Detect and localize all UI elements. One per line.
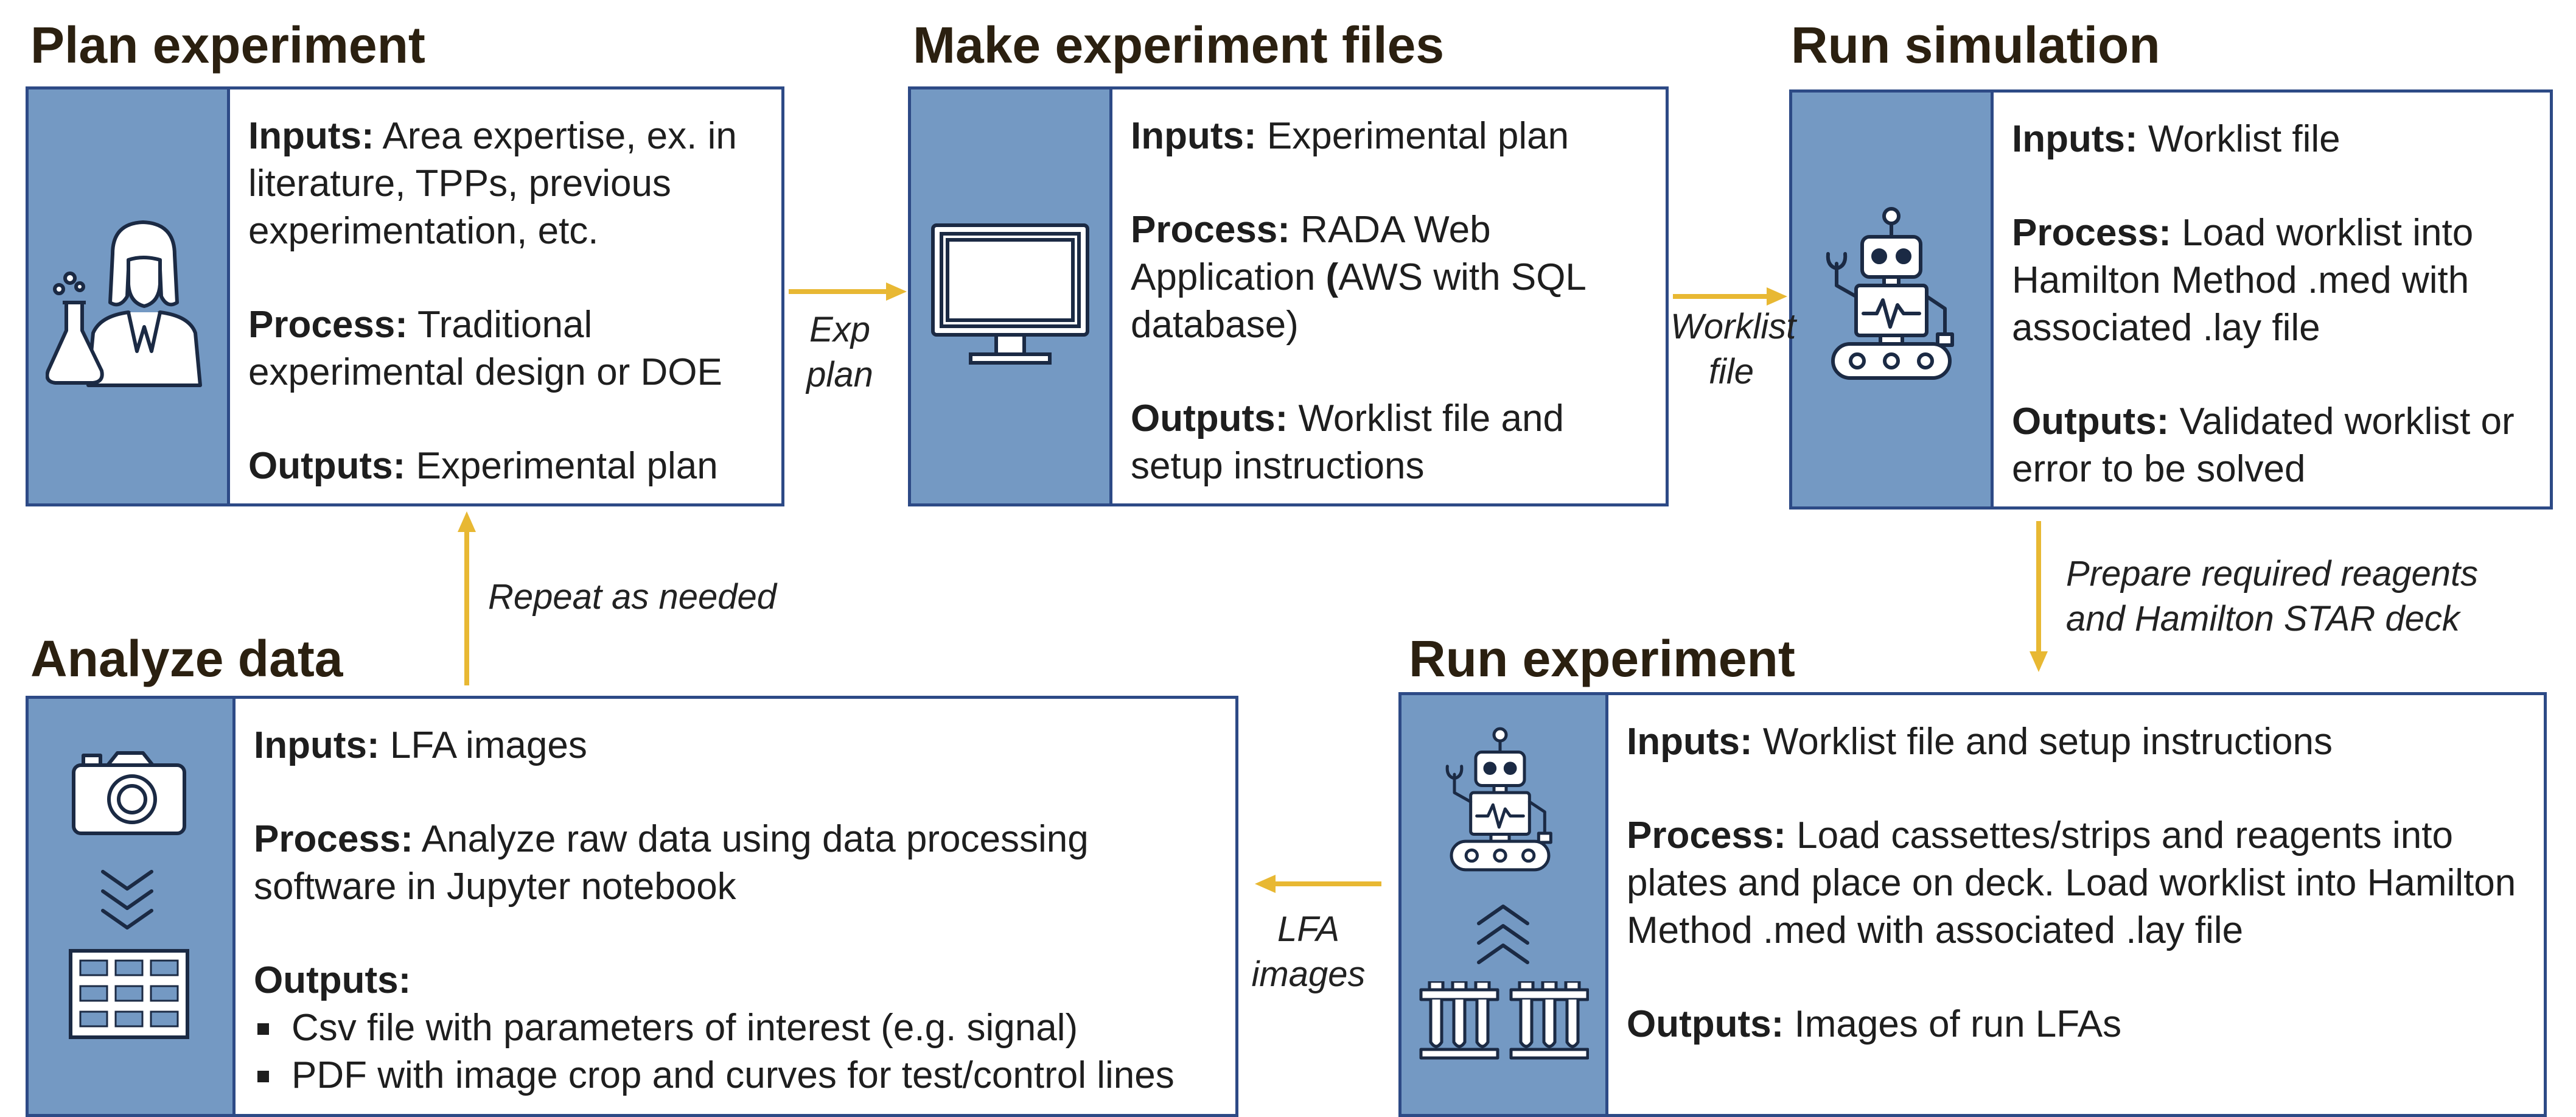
arrow-label-repeat: Repeat as needed — [488, 577, 777, 617]
make-stage-content: Inputs: Experimental plan Process: RADA … — [1112, 89, 1666, 503]
chevron-up-icon — [1477, 905, 1529, 964]
flow-arrow-simulate-to-run — [2030, 521, 2048, 672]
simulate-outputs: Outputs: Validated worklist or error to … — [2012, 401, 2515, 490]
plan-inputs: Inputs: Area expertise, ex. in literatur… — [248, 115, 737, 252]
analyze-inputs: Inputs: LFA images — [254, 724, 587, 766]
plan-stage-content: Inputs: Area expertise, ex. in literatur… — [230, 89, 781, 503]
run-stage-card: Inputs: Worklist file and setup instruct… — [1398, 692, 2547, 1117]
analyze-icon-panel — [29, 699, 236, 1114]
analyze-stage-title: Analyze data — [30, 630, 343, 687]
arrow-label-lfa-images: LFA images — [1251, 909, 1366, 994]
robot-icon — [1826, 207, 1954, 380]
plan-process: Process: Traditional experimental design… — [248, 304, 722, 393]
plan-stage-title: Plan experiment — [30, 16, 425, 74]
simulate-inputs: Inputs: Worklist file — [2012, 118, 2340, 160]
analyze-stage-content: Inputs: LFA images Process: Analyze raw … — [236, 699, 1235, 1114]
simulate-stage-content: Inputs: Worklist file Process: Load work… — [1994, 93, 2550, 506]
test-tube-rack-icon — [1419, 981, 1589, 1060]
simulate-icon-panel — [1792, 93, 1994, 506]
simulate-stage-card: Inputs: Worklist file Process: Load work… — [1789, 89, 2553, 509]
analyze-process: Process: Analyze raw data using data pro… — [254, 818, 1089, 908]
run-process: Process: Load cassettes/strips and reage… — [1627, 814, 2516, 951]
camera-icon — [72, 751, 186, 835]
make-inputs: Inputs: Experimental plan — [1131, 115, 1569, 157]
robot-icon — [1445, 727, 1552, 872]
plan-outputs: Outputs: Experimental plan — [248, 445, 718, 487]
flow-arrow-make-to-simulate — [1673, 287, 1787, 306]
chevron-down-icon — [101, 870, 153, 930]
run-outputs: Outputs: Images of run LFAs — [1627, 1003, 2122, 1045]
plan-stage-card: Inputs: Area expertise, ex. in literatur… — [26, 86, 784, 506]
run-inputs: Inputs: Worklist file and setup instruct… — [1627, 721, 2333, 763]
scientist-icon — [46, 220, 202, 387]
analyze-outputs: Outputs: Csv file with parameters of int… — [254, 957, 1217, 1099]
arrow-label-worklist-file: Worklist file — [1670, 307, 1796, 391]
run-stage-content: Inputs: Worklist file and setup instruct… — [1608, 695, 2544, 1114]
run-stage-title: Run experiment — [1409, 630, 1795, 687]
list-item: PDF with image crop and curves for test/… — [254, 1052, 1217, 1099]
arrow-label-exp-plan: Exp plan — [806, 310, 873, 394]
simulate-process: Process: Load worklist into Hamilton Met… — [2012, 212, 2474, 349]
analyze-stage-card: Inputs: LFA images Process: Analyze raw … — [26, 696, 1238, 1117]
arrow-label-prepare-reagents: Prepare required reagents and Hamilton S… — [2066, 554, 2479, 639]
simulate-stage-title: Run simulation — [1791, 16, 2160, 74]
plan-icon-panel — [29, 89, 230, 503]
run-icon-panel — [1401, 695, 1608, 1114]
monitor-icon — [931, 223, 1089, 365]
list-item: Csv file with parameters of interest (e.… — [254, 1004, 1217, 1052]
make-outputs: Outputs: Worklist file and setup instruc… — [1131, 397, 1564, 487]
make-stage-card: Inputs: Experimental plan Process: RADA … — [908, 86, 1669, 506]
flow-arrow-run-to-analyze — [1255, 875, 1381, 893]
make-stage-title: Make experiment files — [913, 16, 1445, 74]
flow-arrow-analyze-to-plan — [458, 511, 476, 685]
table-grid-icon — [69, 949, 189, 1039]
analyze-outputs-list: Csv file with parameters of interest (e.… — [254, 1004, 1217, 1099]
make-process: Process: RADA Web Application (AWS with … — [1131, 209, 1585, 346]
flow-arrow-plan-to-make — [789, 282, 907, 301]
make-icon-panel — [911, 89, 1112, 503]
